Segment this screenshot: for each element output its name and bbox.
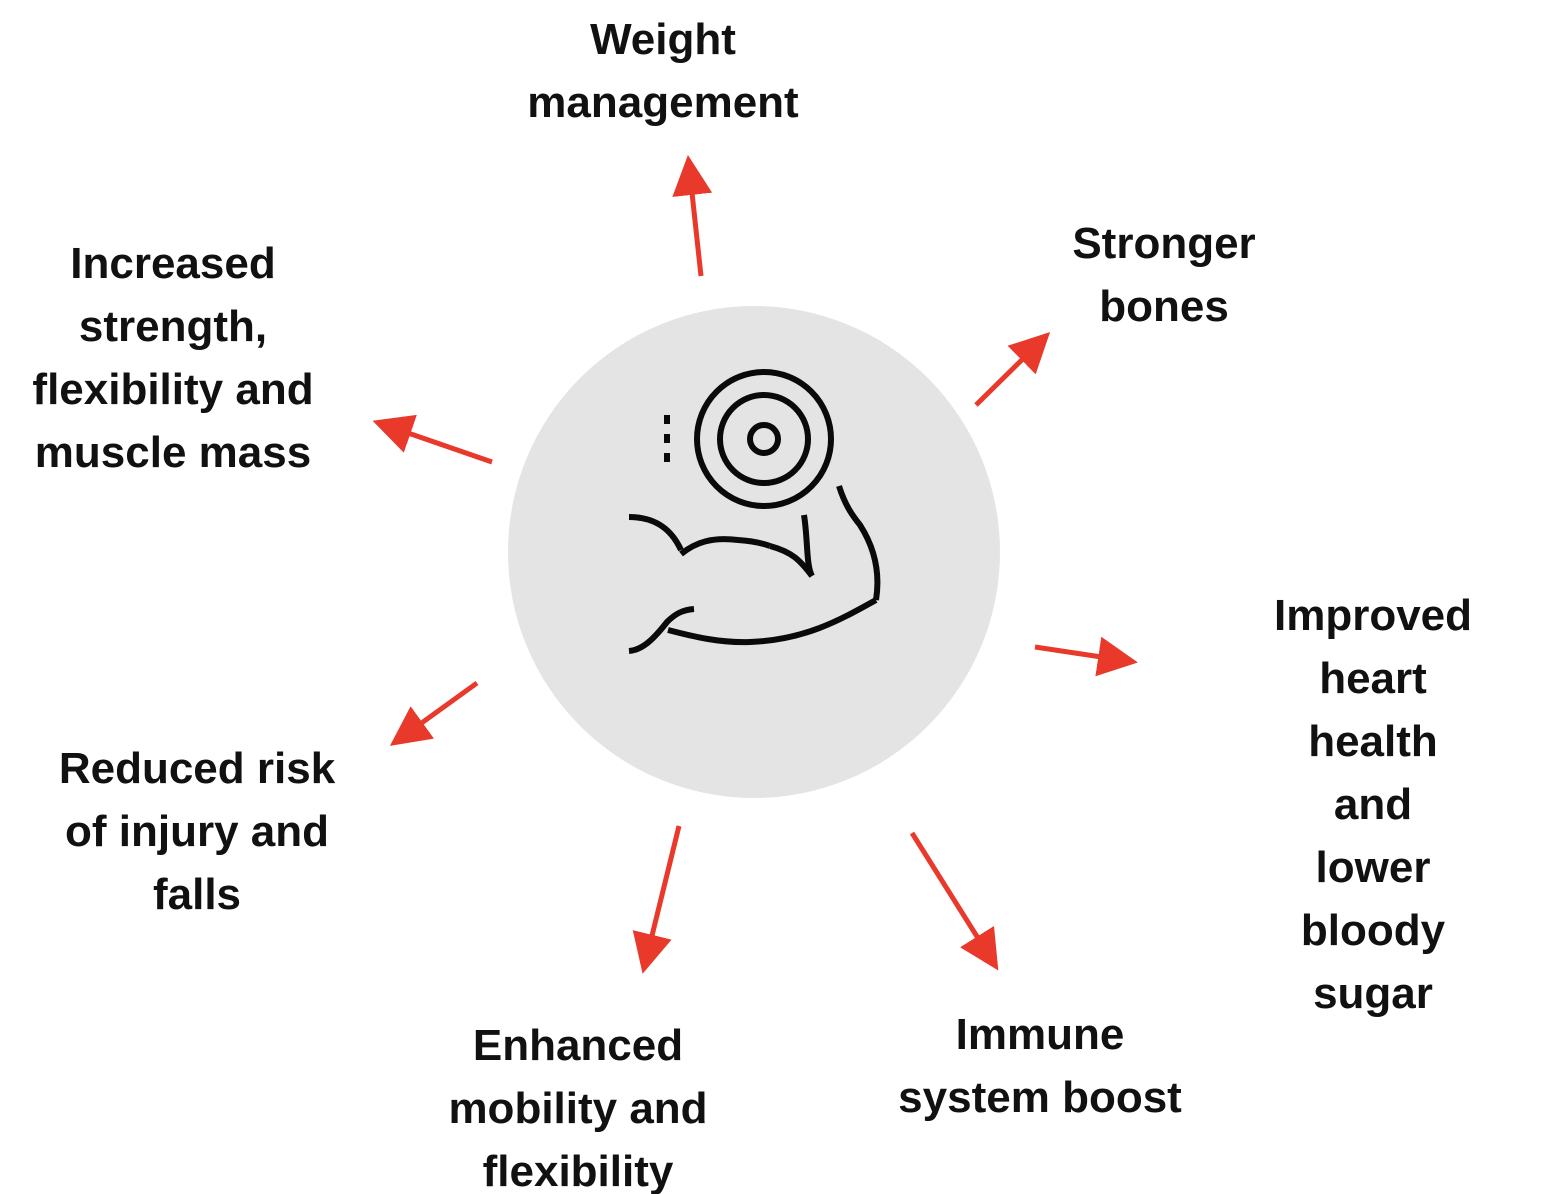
arrow-enhanced-mobility [632, 825, 682, 974]
arrow-weight-management [672, 155, 713, 277]
label-weight-management: Weight management [527, 15, 799, 127]
label-improved-heart-health: Improved heart health and lower bloody s… [1273, 591, 1473, 1018]
label-reduced-injury-risk: Reduced risk of injury and falls [58, 744, 336, 919]
label-increased-strength: Increased strength, flexibility and musc… [32, 239, 314, 477]
label-enhanced-mobility: Enhanced mobility and flexibility [448, 1021, 708, 1194]
arrow-immune-system-boost [909, 831, 999, 971]
arrow-improved-heart-health [1034, 636, 1138, 677]
arrow-reduced-injury-risk [389, 680, 479, 746]
arrows [372, 155, 1138, 974]
label-immune-system-boost: Immune system boost [898, 1010, 1182, 1122]
arrow-stronger-bones [974, 331, 1051, 407]
center-circle [508, 306, 1000, 798]
flexed-arm-dumbbell-icon [628, 369, 881, 654]
arrow-increased-strength [372, 414, 493, 465]
label-stronger-bones: Stronger bones [1072, 219, 1256, 331]
